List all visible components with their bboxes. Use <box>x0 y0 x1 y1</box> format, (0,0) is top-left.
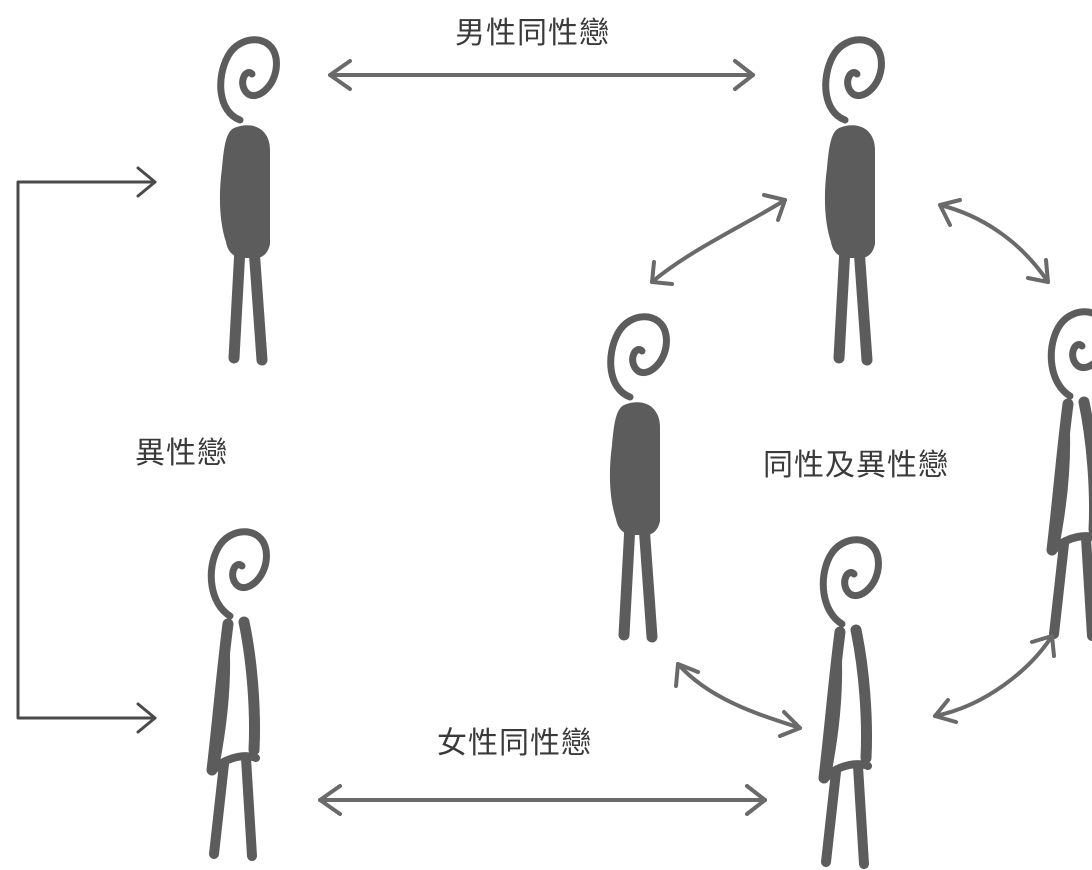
female-homosexual-label: 女性同性戀 <box>437 726 592 761</box>
bisexual-label: 同性及異性戀 <box>763 448 949 483</box>
bisexual-arrow-upper-right <box>938 198 1050 284</box>
heterosexual-bracket <box>16 166 157 734</box>
male-figure-top-left <box>220 40 277 360</box>
female-figure-bottom-right <box>823 540 878 864</box>
heterosexual-label: 異性戀 <box>135 436 228 471</box>
male-figure-middle <box>610 317 667 637</box>
female-homosexual-arrow <box>318 784 767 816</box>
male-figure-top-right <box>825 40 882 360</box>
female-figure-bottom-left <box>211 532 266 856</box>
female-figure-right-edge <box>1051 312 1092 636</box>
male-homosexual-label: 男性同性戀 <box>455 16 610 51</box>
bisexual-arrow-upper-left <box>650 193 787 286</box>
bisexual-arrow-lower-left <box>674 662 802 738</box>
bisexual-arrow-lower-right <box>933 634 1056 724</box>
male-homosexual-arrow <box>328 59 755 91</box>
